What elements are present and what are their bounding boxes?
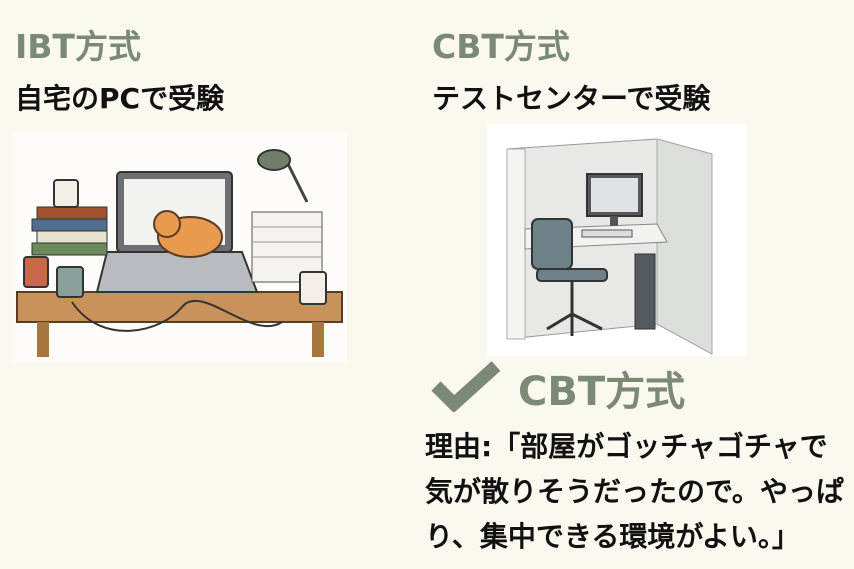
ibt-subtitle: 自宅のPCで受験 <box>15 82 225 115</box>
reason-line: 理由:「部屋がゴッチャゴチャで <box>425 430 828 463</box>
reason-line: 気が散りそうだったので。やっぱ <box>425 475 844 508</box>
check-icon <box>431 361 501 412</box>
cbt-title: CBT方式 <box>432 27 570 66</box>
test-center-cubicle-illustration <box>487 124 747 356</box>
home-desk-illustration <box>12 132 347 362</box>
chosen-method-label: CBT方式 <box>518 369 686 415</box>
ibt-title: IBT方式 <box>15 27 141 66</box>
reason-line: り、集中できる環境がよい。」 <box>425 520 800 553</box>
reason-text: 理由:「部屋がゴッチャゴチャで 気が散りそうだったので。やっぱ り、集中できる環… <box>425 424 850 559</box>
cbt-subtitle: テストセンターで受験 <box>432 82 711 115</box>
